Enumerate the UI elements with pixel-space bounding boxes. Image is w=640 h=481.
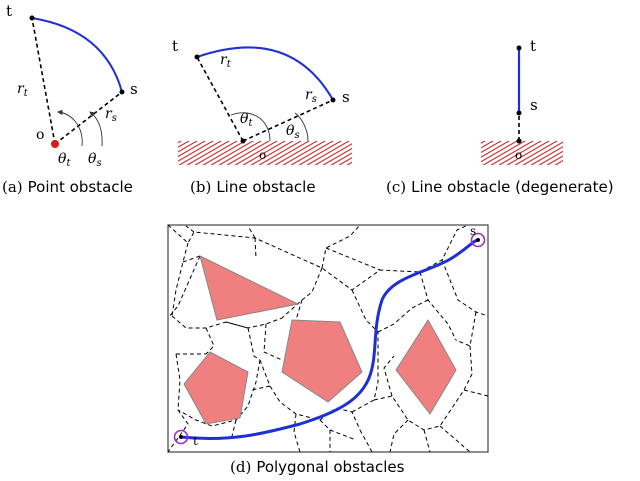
label-s: s: [470, 224, 476, 238]
label-r-t: rt: [220, 52, 232, 70]
label-theta-s: θs: [88, 151, 102, 169]
point-obstacle: [51, 140, 59, 148]
caption-b: (b)Line obstacle: [190, 178, 316, 196]
point-t: [516, 45, 522, 51]
polygon-pentagon-left: [183, 351, 249, 425]
line-obstacle-hatched: [178, 141, 352, 165]
endpoint-t-circle: [173, 429, 189, 445]
label-o: o: [259, 148, 266, 162]
roadmap-edges: [167, 224, 489, 453]
angle-arc-t: [230, 112, 271, 142]
point-s: [516, 110, 522, 116]
label-r-s: rs: [305, 87, 317, 105]
panel-b: t s o rt rs θt θs (b)Line obstacle: [172, 37, 352, 196]
caption-a: (a)Point obstacle: [2, 178, 133, 196]
polygon-pentagon-center: [281, 319, 363, 403]
radius-t-dashed: [196, 56, 244, 142]
polygon-obstacles: [183, 255, 457, 425]
line-obstacle-hatched: [481, 141, 563, 165]
label-t: t: [6, 2, 12, 20]
point-s: [330, 97, 336, 103]
path-curve: [180, 238, 479, 440]
angle-arc-t: [57, 109, 83, 147]
panel-c: t s o (c)Line obstacle (degenerate): [386, 37, 614, 196]
point-t: [29, 15, 35, 21]
endpoint-s-circle: [470, 232, 486, 248]
panel-d: s t (d)Polygonal obstacles: [167, 224, 489, 476]
angle-arc-s: [294, 112, 309, 142]
radius-s-dashed: [54, 91, 123, 145]
point-s: [119, 89, 125, 95]
label-o: o: [36, 127, 44, 143]
label-t: t: [530, 37, 536, 55]
label-s: s: [530, 96, 538, 114]
caption-d: (d)Polygonal obstacles: [230, 458, 405, 476]
point-o: [240, 138, 246, 144]
label-r-t: rt: [17, 81, 29, 99]
radius-s-dashed: [242, 99, 334, 142]
label-s: s: [342, 88, 350, 106]
label-o: o: [515, 148, 522, 162]
label-theta-t: θt: [58, 151, 71, 169]
polygon-diamond: [395, 319, 457, 415]
endpoint-s: [476, 238, 480, 242]
label-r-s: rs: [105, 106, 117, 124]
path-arc: [196, 46, 334, 101]
label-theta-t: θt: [240, 111, 253, 129]
angle-arc-s: [89, 111, 103, 147]
label-t: t: [172, 37, 178, 55]
label-theta-s: θs: [286, 123, 300, 141]
polygon-triangle: [199, 255, 300, 321]
panel-a: t s o rt rs θt θs (a)Point obstacle: [2, 2, 138, 196]
label-t: t: [193, 434, 198, 448]
point-t: [194, 54, 200, 60]
label-s: s: [130, 80, 138, 98]
radius-t-dashed: [31, 17, 56, 145]
point-o: [516, 138, 522, 144]
path-arc: [31, 17, 123, 93]
endpoint-t: [179, 435, 183, 439]
caption-c: (c)Line obstacle (degenerate): [386, 178, 614, 196]
